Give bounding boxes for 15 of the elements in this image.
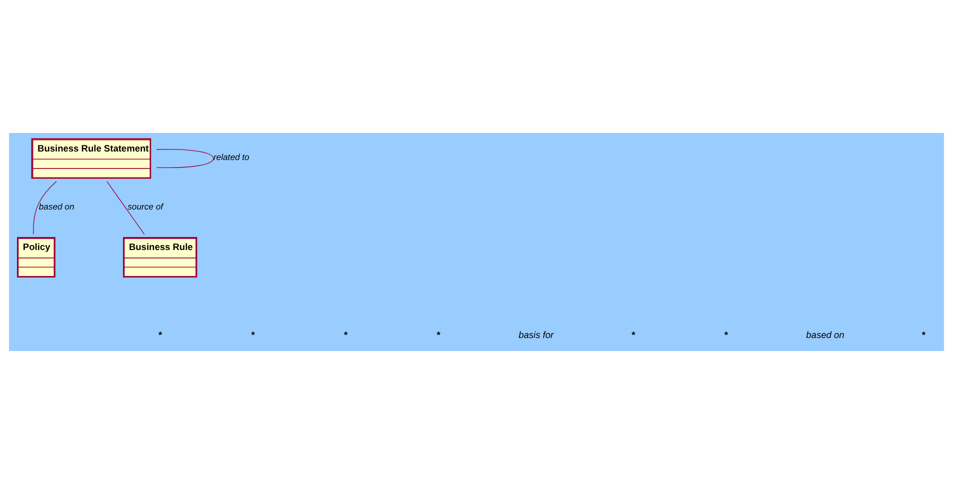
- label: *: [158, 330, 162, 340]
- label: *: [724, 330, 728, 340]
- edge-label: based on: [38, 201, 74, 212]
- label: basis for: [518, 330, 554, 340]
- connector: [33, 181, 57, 235]
- connector: [106, 181, 145, 235]
- connector: [156, 149, 214, 168]
- label: *: [631, 330, 635, 340]
- label: *: [250, 330, 254, 340]
- edge-label: source of: [128, 201, 164, 212]
- label: based on: [806, 330, 844, 340]
- label: *: [436, 330, 440, 340]
- label: *: [344, 330, 348, 340]
- label: *: [921, 330, 926, 340]
- edge-label: related to: [213, 152, 250, 162]
